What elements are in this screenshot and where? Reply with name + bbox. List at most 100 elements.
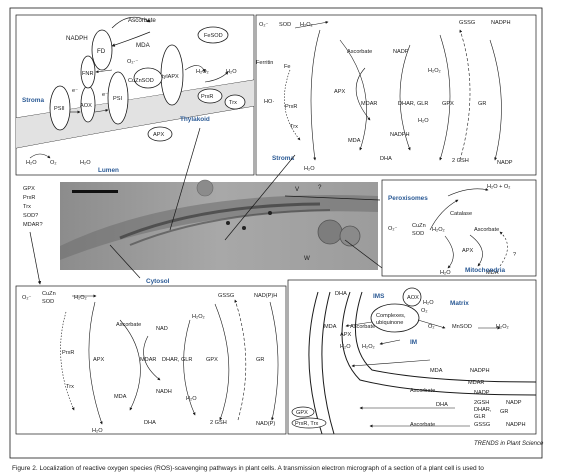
label-h2o2-stroma: H₂O₂ <box>300 22 313 28</box>
label-mda-mito: MDA <box>324 324 337 330</box>
label-nadph-mito: NADPH <box>470 368 490 374</box>
cytosol-enzyme-mdar: MDAR? <box>23 222 43 228</box>
mito-aox <box>402 287 422 307</box>
compartment-stroma: Stroma <box>22 97 44 104</box>
label-mda: MDA <box>136 42 151 49</box>
trx-complex <box>224 94 246 110</box>
label-electron-2: e⁻ <box>72 88 78 94</box>
label-complexes: Complexes, <box>376 313 406 319</box>
label-o2-lumen: O₂ <box>50 160 57 166</box>
label-mnsod: MnSOD <box>452 324 472 330</box>
label-ascorbate-mito: Ascorbate <box>350 324 375 330</box>
cytosol-enzyme-prxr: PrxR <box>23 195 35 201</box>
label-mda-mito-2: MDA <box>430 368 443 374</box>
label-mdar-cyto: MDAR <box>140 357 156 363</box>
label-dha-cyto: DHA <box>144 420 156 426</box>
label-apx-cyto: APX <box>93 357 104 363</box>
label-nadp-stroma: NADP <box>497 160 513 166</box>
thylakoid-membrane <box>16 80 254 148</box>
cytosol-enzyme-sod: SOD? <box>23 213 38 219</box>
label-sod-cyto: SOD <box>42 299 54 305</box>
label-dha-mito-2: DHA <box>436 402 448 408</box>
label-sod-perox: SOD <box>412 231 424 237</box>
label-psii: PSII <box>54 106 65 112</box>
label-dhar-glr-stroma: DHAR, GLR <box>398 101 428 107</box>
thylakoid-panel: Ascorbate NADPH FD MDA FeSOD O₂·⁻ CuZnSO… <box>15 14 255 176</box>
label-h2o2-perox: H₂O₂ <box>432 227 445 233</box>
label-aox-mito: AOX <box>407 295 419 301</box>
label-nadph-stroma: NADPH <box>491 20 511 26</box>
label-dhar-glr-cyto: DHAR, GLR <box>162 357 192 363</box>
scale-bar <box>72 190 118 193</box>
fd-complex <box>91 29 113 71</box>
label-o2-perox: O₂⁻ <box>388 226 398 232</box>
label-electron-1: e⁻ <box>102 92 108 98</box>
label-gr-mito: GR <box>500 409 508 415</box>
label-gssg-cyto: GSSG <box>218 293 234 299</box>
label-question-micrograph: ? <box>318 184 322 191</box>
label-gr-cyto: GR <box>256 357 264 363</box>
prxr-complex <box>197 88 223 104</box>
label-nadh-cyto: NADH <box>156 389 172 395</box>
label-h2o-lumen: H₂O <box>26 160 37 166</box>
label-catalase: Catalase <box>450 211 472 217</box>
label-h2o-lumen-2: H₂O <box>80 160 91 166</box>
psi-complex <box>107 71 129 125</box>
label-h2o2-stroma-2: H₂O₂ <box>428 68 441 74</box>
label-question-perox: ? <box>513 252 516 258</box>
label-h2o-mito-2: H₂O <box>340 344 351 350</box>
label-h2o-plus-o2: H₂O + O₂ <box>487 184 510 190</box>
label-gr-stroma: GR <box>478 101 486 107</box>
cuznsod-complex <box>133 67 163 89</box>
label-ascorbate: Ascorbate <box>128 17 156 24</box>
label-apx-chloro: APX <box>153 132 164 138</box>
label-trx-stroma: Trx <box>290 124 298 130</box>
label-sod-stroma: SOD <box>279 22 291 28</box>
label-glr-mito: GLR <box>474 414 486 420</box>
label-mda-perox: MDA <box>486 270 499 276</box>
cytosol-pathway-panel: O₂⁻ CuZn SOD H₂O₂ Ascorbate NAD APX MDAR… <box>15 285 287 435</box>
cytosol-enzyme-gpx: GPX <box>23 186 35 192</box>
label-h2o2-mito: H₂O₂ <box>496 324 509 330</box>
label-apx-mito: APX <box>340 332 351 338</box>
label-h2o-stroma: H₂O <box>304 166 315 172</box>
label-ascorbate-perox: Ascorbate <box>474 227 499 233</box>
electron-micrograph: GPX PrxR Trx SOD? MDAR? V ? W Cytosol <box>18 127 383 285</box>
label-h2o-perox: H₂O <box>440 270 451 276</box>
label-nadp-mito-2: NADP <box>506 400 522 406</box>
figure-caption: Figure 2. Localization of reactive oxyge… <box>12 465 484 472</box>
label-ascorbate-mito-3: Ascorbate <box>410 422 435 428</box>
mitochondria-panel: DHA IMS AOX H₂O O₂ Matrix Complexes, ubi… <box>287 267 537 435</box>
label-cuzn-cyto: CuZn <box>42 291 56 297</box>
label-h2o-cyto-2: H₂O <box>186 396 197 402</box>
label-nadph-cyto: NAD(P)H <box>254 293 277 299</box>
label-mda-cyto: MDA <box>114 394 127 400</box>
label-o2-radical: O₂·⁻ <box>127 59 138 65</box>
compartment-lumen: Lumen <box>98 167 119 174</box>
label-aox: AOX <box>80 103 92 109</box>
label-prxr-trx-mito: PrxR, Trx <box>295 421 319 427</box>
label-cuznsod: CuZnSOD <box>128 78 154 84</box>
label-h2o-cyto: H₂O <box>92 428 103 434</box>
label-gssg-mito: GSSG <box>474 422 490 428</box>
label-nadp-mito: NADP <box>474 390 490 396</box>
label-prxr-cyto: PrxR <box>62 350 74 356</box>
compartment-cytosol: Cytosol <box>146 278 170 285</box>
label-fe: Fe <box>284 64 291 70</box>
label-apx-stroma: APX <box>334 89 345 95</box>
label-tylapx: tylAPX <box>162 74 179 80</box>
psii-complex <box>49 85 71 131</box>
label-2gsh-cyto: 2 GSH <box>210 420 227 426</box>
label-fesod: FeSOD <box>204 33 223 39</box>
stroma-pathway-panel: O₂⁻ SOD H₂O₂ Ferritin Fe HO· PrxR Trx AP… <box>255 14 537 176</box>
compartment-ims: IMS <box>373 293 385 300</box>
label-h2o2-mito-2: H₂O₂ <box>362 344 375 350</box>
compartment-thylakoid: Thylakoid <box>180 116 210 123</box>
label-v: V <box>295 186 300 193</box>
trends-credit: TRENDS in Plant Science <box>474 441 544 447</box>
label-mdar-stroma: MDAR <box>361 101 377 107</box>
label-prxr-stroma: PrxR <box>285 104 297 110</box>
label-apx-perox: APX <box>462 248 473 254</box>
complexes-ubiquinone <box>370 303 420 333</box>
